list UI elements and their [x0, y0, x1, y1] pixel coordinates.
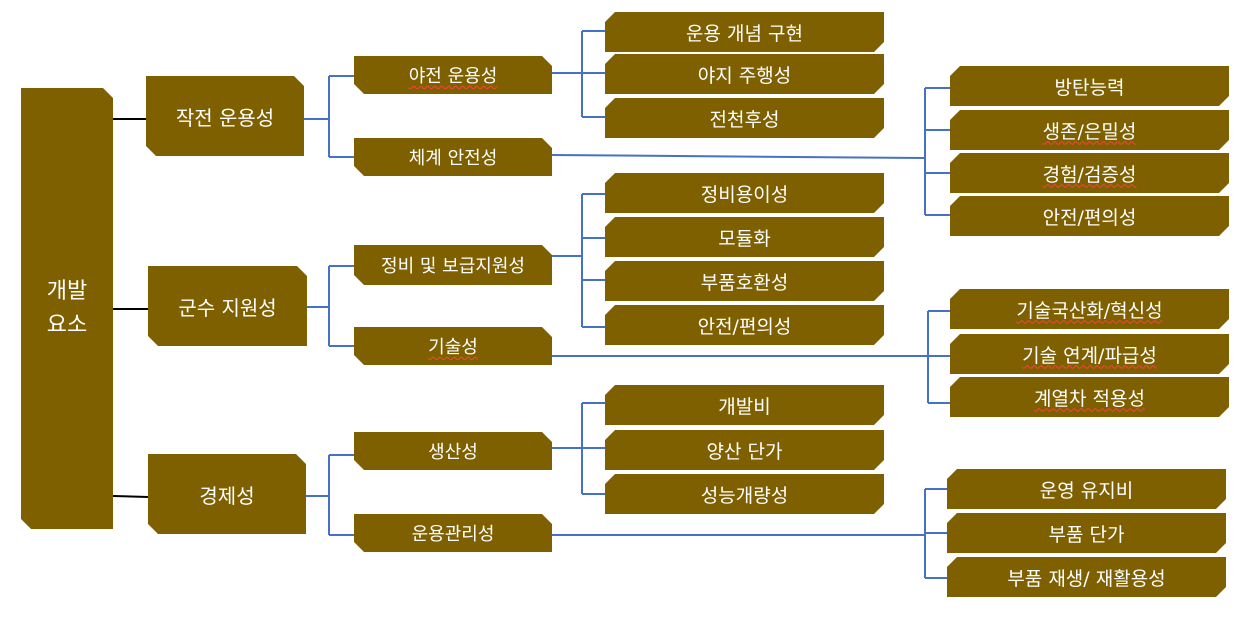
node-maintenance-support: 정비 및 보급지원성	[354, 245, 552, 285]
node-logistics-label: 군수 지원성	[178, 295, 277, 320]
leaf-item: 정비용이성	[605, 173, 884, 213]
leaf-item-label: 계열차 적용성	[1034, 387, 1145, 410]
node-system-safety: 체계 안전성	[354, 138, 552, 176]
node-field-operability: 야전 운용성	[354, 56, 552, 94]
root-label-line1: 개발	[46, 278, 88, 304]
node-technology-label: 기술성	[428, 337, 478, 358]
leaf-item: 방탄능력	[950, 66, 1229, 106]
leaf-item-label: 방탄능력	[1054, 76, 1125, 99]
node-operational: 작전 운용성	[146, 76, 304, 156]
node-operation-management-label: 운용관리성	[411, 524, 495, 545]
node-economy-label: 경제성	[199, 483, 255, 508]
leaf-item: 운용 개념 구현	[605, 12, 884, 52]
leaf-item: 경험/검증성	[950, 153, 1229, 193]
leaf-item-label: 부품 단가	[1048, 523, 1125, 546]
leaf-item: 안전/편의성	[605, 305, 884, 345]
node-productivity: 생산성	[354, 432, 552, 470]
leaf-item: 부품호환성	[605, 261, 884, 301]
leaf-item: 모듈화	[605, 217, 884, 257]
leaf-item: 야지 주행성	[605, 54, 884, 94]
leaf-item-label: 모듈화	[718, 227, 771, 250]
root-label-line2: 요소	[46, 312, 88, 338]
leaf-item: 양산 단가	[605, 430, 884, 470]
leaf-item-label: 양산 단가	[706, 440, 783, 463]
leaf-item-label: 야지 주행성	[697, 64, 792, 87]
node-economy: 경제성	[148, 454, 306, 534]
node-field-operability-label: 야전 운용성	[408, 66, 498, 87]
leaf-item: 부품 단가	[947, 513, 1226, 553]
leaf-item-label: 경험/검증성	[1042, 163, 1137, 186]
leaf-item: 운영 유지비	[947, 469, 1226, 509]
node-system-safety-label: 체계 안전성	[408, 148, 498, 169]
leaf-item: 기술 연계/파급성	[950, 334, 1229, 374]
leaf-item-label: 부품 재생/ 재활용성	[1007, 567, 1166, 590]
node-maintenance-support-label: 정비 및 보급지원성	[381, 256, 525, 277]
leaf-item-label: 정비용이성	[700, 183, 789, 206]
leaf-item-label: 전천후성	[709, 108, 780, 131]
leaf-item-label: 생존/은밀성	[1042, 120, 1137, 143]
leaf-item: 부품 재생/ 재활용성	[947, 557, 1226, 597]
leaf-item-label: 운영 유지비	[1039, 479, 1134, 502]
leaf-item-label: 안전/편의성	[1042, 206, 1137, 229]
leaf-item-label: 개발비	[718, 395, 771, 418]
leaf-item-label: 성능개량성	[700, 484, 789, 507]
leaf-item: 계열차 적용성	[950, 377, 1229, 417]
leaf-item: 전천후성	[605, 98, 884, 138]
leaf-item-label: 안전/편의성	[697, 315, 792, 338]
node-logistics: 군수 지원성	[148, 266, 307, 346]
node-technology: 기술성	[354, 327, 552, 365]
leaf-item-label: 기술 연계/파급성	[1022, 344, 1157, 367]
node-operational-label: 작전 운용성	[175, 105, 275, 130]
leaf-item: 기술국산화/혁신성	[950, 289, 1229, 329]
leaf-item: 성능개량성	[605, 474, 884, 514]
leaf-item-label: 운용 개념 구현	[686, 22, 803, 45]
node-operation-management: 운용관리성	[354, 514, 552, 552]
leaf-item: 개발비	[605, 385, 884, 425]
leaf-item: 안전/편의성	[950, 196, 1229, 236]
leaf-item-label: 부품호환성	[700, 271, 789, 294]
leaf-item-label: 기술국산화/혁신성	[1016, 299, 1163, 322]
root-node: 개발 요소	[21, 88, 113, 529]
leaf-item: 생존/은밀성	[950, 110, 1229, 150]
node-productivity-label: 생산성	[428, 442, 478, 463]
